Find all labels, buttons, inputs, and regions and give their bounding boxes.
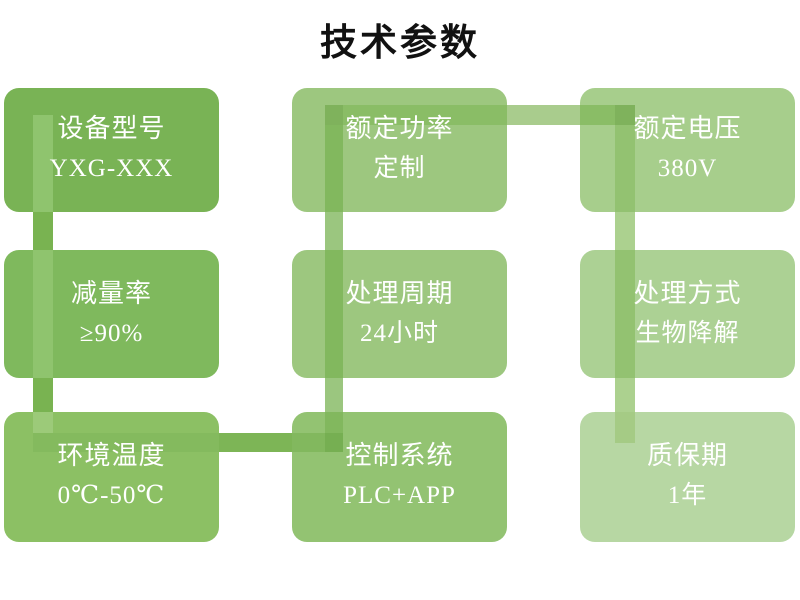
box-label: 处理方式 (633, 279, 742, 308)
connector-left-in-box7 (33, 412, 53, 433)
box-value: 1年 (667, 482, 708, 509)
connector-right-gap2 (615, 378, 635, 412)
connector-top-in-box2 (343, 105, 507, 125)
connector-top-gap (507, 105, 580, 125)
box-warranty: 质保期 1年 (580, 412, 795, 542)
connector-cross-bottom-mid (325, 433, 343, 452)
connector-right-in-box3 (615, 105, 635, 212)
box-label: 处理周期 (345, 279, 454, 308)
connector-left-gap2 (33, 378, 53, 412)
connector-left-in-box1 (33, 115, 53, 212)
box-value: YXG-XXX (49, 155, 174, 182)
connector-mid-gap1 (325, 212, 343, 250)
connector-right-in-box9 (615, 412, 635, 443)
connector-bottom-in-box7 (33, 433, 219, 452)
slide-title: 技术参数 (320, 22, 480, 63)
connector-right-in-box6 (615, 250, 635, 378)
connector-cross-top-right (615, 105, 635, 125)
connector-mid-in-box2 (325, 105, 343, 212)
box-value: PLC+APP (343, 482, 456, 509)
box-label: 减量率 (70, 279, 152, 308)
box-label: 质保期 (646, 441, 728, 470)
connector-left-in-box4 (33, 250, 53, 378)
box-label: 设备型号 (57, 114, 166, 143)
connector-bottom-gap (219, 433, 292, 452)
box-value: 0℃-50℃ (57, 482, 166, 509)
connector-top-in-box3 (580, 105, 615, 125)
box-label: 额定功率 (345, 114, 454, 143)
box-label: 环境温度 (57, 441, 166, 470)
connector-right-gap1 (615, 212, 635, 250)
box-processing-method: 处理方式 生物降解 (580, 250, 795, 378)
box-label: 控制系统 (345, 441, 454, 470)
box-value: 生物降解 (635, 320, 740, 347)
connector-cross-top-mid (325, 105, 343, 125)
connector-mid-in-box8 (325, 412, 343, 433)
box-label: 额定电压 (633, 114, 742, 143)
box-value: 380V (657, 155, 718, 182)
connector-left-gap1 (33, 212, 53, 250)
box-value: ≥90% (79, 320, 144, 347)
box-value: 24小时 (359, 320, 439, 347)
connector-mid-in-box5 (325, 250, 343, 378)
box-value: 定制 (373, 155, 426, 182)
connector-mid-gap2 (325, 378, 343, 412)
